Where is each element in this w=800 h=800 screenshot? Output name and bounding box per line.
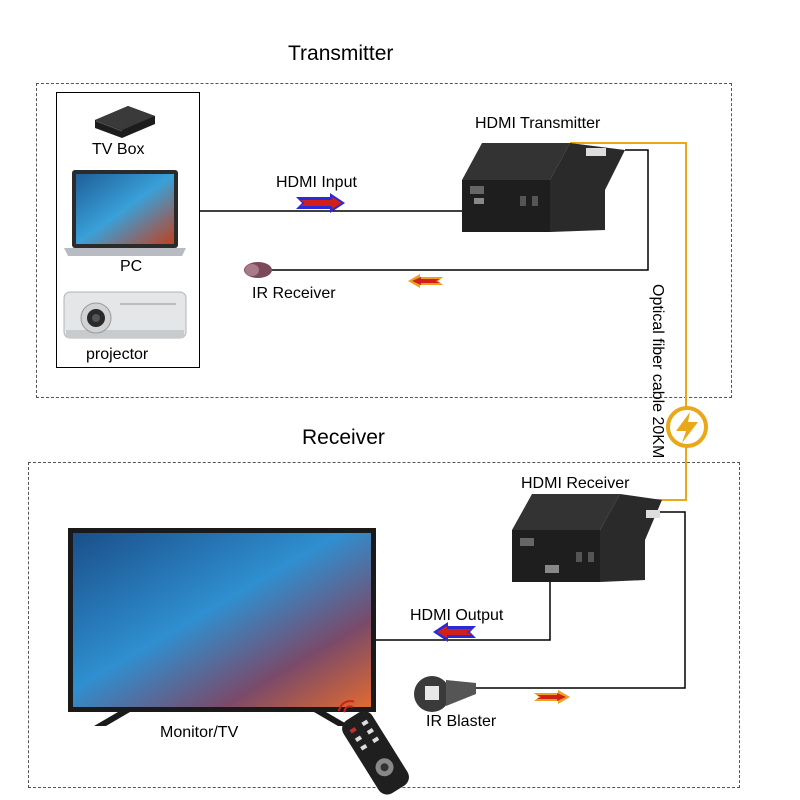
transmitter-section bbox=[36, 83, 732, 398]
hdmi-receiver-label: HDMI Receiver bbox=[521, 475, 630, 492]
source-label-projector: projector bbox=[86, 346, 149, 363]
hdmi-output-arrow bbox=[433, 622, 476, 642]
optical-fiber-label: Optical fiber cable 20KM bbox=[649, 284, 666, 459]
pc-laptop-icon bbox=[64, 170, 186, 256]
ir-receiver-cable bbox=[270, 149, 649, 271]
ir-receiver-label: IR Receiver bbox=[252, 285, 336, 302]
hdmi-output-label: HDMI Output bbox=[410, 607, 504, 624]
remote-control-icon bbox=[337, 700, 409, 795]
receiver-title: Receiver bbox=[302, 426, 385, 449]
hdmi-transmitter-device bbox=[462, 143, 625, 232]
source-label-pc: PC bbox=[120, 258, 143, 275]
source-label-tv-box: TV Box bbox=[92, 141, 145, 158]
transmitter-title: Transmitter bbox=[288, 42, 394, 65]
ir-blaster-cable bbox=[476, 511, 686, 689]
hdmi-output-cable bbox=[376, 580, 551, 641]
hdmi-input-label: HDMI Input bbox=[276, 174, 357, 191]
hdmi-input-arrow bbox=[296, 193, 345, 213]
hdmi-receiver-device bbox=[512, 494, 662, 582]
monitor-tv-icon bbox=[68, 528, 376, 726]
monitor-tv-label: Monitor/TV bbox=[160, 724, 239, 741]
ir-blaster-label: IR Blaster bbox=[426, 713, 497, 730]
optical-fiber-cable bbox=[570, 142, 687, 501]
ir-receiver-icon bbox=[244, 262, 272, 278]
fiber-lightning-icon bbox=[666, 406, 708, 448]
ir-blaster-arrow bbox=[534, 690, 570, 704]
source-devices-panel bbox=[56, 92, 200, 368]
tv-box-icon bbox=[95, 106, 155, 138]
ir-receiver-arrow bbox=[408, 274, 443, 288]
ir-blaster-icon bbox=[414, 676, 476, 712]
hdmi-transmitter-label: HDMI Transmitter bbox=[475, 115, 601, 132]
projector-icon bbox=[63, 291, 187, 339]
